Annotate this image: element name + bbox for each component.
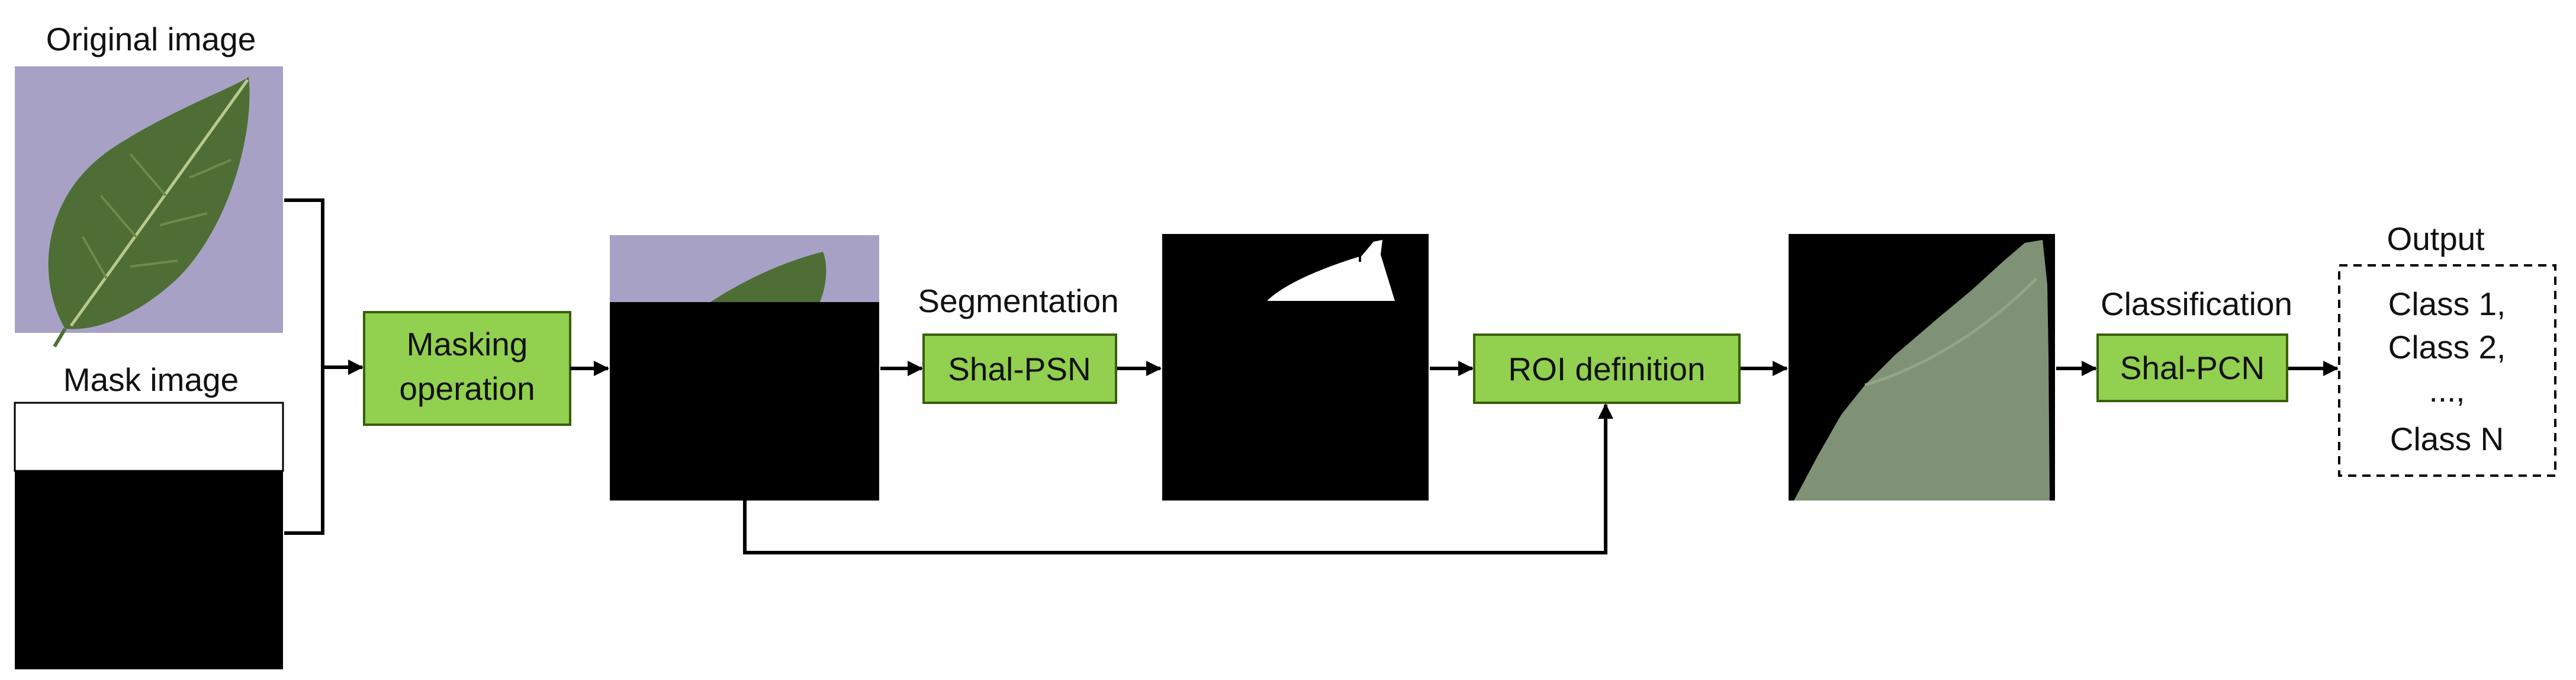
mask-image <box>14 402 284 669</box>
masked-image <box>610 235 879 501</box>
output-label: Output <box>2387 220 2484 257</box>
shal-psn-box: Shal-PSN <box>922 333 1117 404</box>
masking-operation-line2: operation <box>399 370 535 407</box>
segmented-mask-image <box>1162 234 1429 501</box>
roi-leaf-image <box>1789 234 2055 501</box>
output-class-item: Class 2, <box>2388 329 2506 365</box>
masking-operation-box: Masking operation <box>363 311 571 426</box>
masking-operation-line1: Masking <box>407 326 528 363</box>
output-box: Class 1, Class 2, ..., Class N <box>2338 264 2556 477</box>
roi-definition-box: ROI definition <box>1473 333 1741 404</box>
mask-image-label: Mask image <box>63 361 239 398</box>
segmentation-label: Segmentation <box>918 283 1118 319</box>
masked-image-feedback-connector <box>743 403 1613 554</box>
output-class-item: Class 1, <box>2388 286 2506 322</box>
classification-label: Classification <box>2101 286 2292 322</box>
original-image-label: Original image <box>46 21 256 57</box>
shal-psn-label: Shal-PSN <box>948 351 1091 387</box>
output-class-item: ..., <box>2429 372 2465 409</box>
shal-pcn-label: Shal-PCN <box>2120 349 2265 386</box>
shal-pcn-box: Shal-PCN <box>2096 333 2288 402</box>
original-leaf-image <box>15 66 283 348</box>
roi-definition-label: ROI definition <box>1508 351 1705 387</box>
output-class-item: Class N <box>2390 421 2504 457</box>
merge-connector <box>284 198 364 535</box>
